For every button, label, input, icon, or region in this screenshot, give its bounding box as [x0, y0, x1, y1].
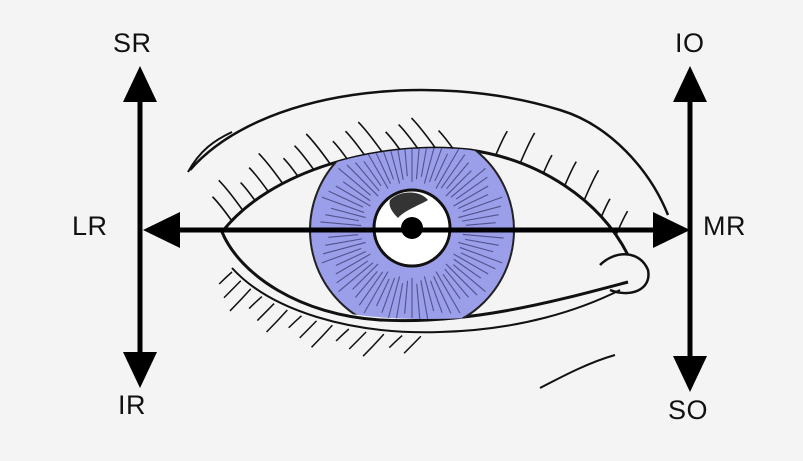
- label-inferior-rectus: IR: [118, 392, 146, 419]
- lower-lash: [363, 334, 384, 356]
- label-superior-oblique: SO: [668, 397, 708, 424]
- lower-lash: [404, 336, 421, 353]
- label-superior-rectus: SR: [113, 30, 152, 57]
- lower-lash: [312, 325, 333, 347]
- upper-lash: [295, 146, 314, 170]
- upper-lash: [306, 134, 330, 164]
- lower-lash: [336, 329, 349, 341]
- lower-lash: [300, 321, 317, 338]
- upper-lash: [386, 132, 400, 150]
- so-arrowhead: [673, 356, 707, 392]
- upper-lash: [345, 131, 364, 155]
- lower-lash: [249, 297, 262, 309]
- lr-arrowhead: [143, 212, 180, 248]
- lower-lash: [224, 281, 241, 298]
- upper-lash: [241, 183, 255, 201]
- ir-arrowhead: [123, 352, 157, 388]
- lower-lash: [349, 332, 366, 349]
- lower-lash: [257, 304, 274, 321]
- mr-arrowhead: [653, 212, 690, 248]
- lower-lash: [267, 310, 288, 332]
- io-arrowhead: [673, 66, 707, 102]
- sr-arrowhead: [123, 66, 157, 102]
- upper-lash: [520, 133, 534, 163]
- upper-lash: [358, 122, 382, 152]
- upper-lash: [565, 162, 577, 186]
- lower-lash: [389, 336, 402, 348]
- upper-lash: [219, 180, 243, 210]
- label-lateral-rectus: LR: [72, 213, 108, 240]
- lower-lash: [230, 289, 251, 311]
- upper-lash: [283, 158, 297, 176]
- lower-lash: [289, 316, 302, 328]
- upper-lash: [543, 155, 552, 173]
- upper-lash: [601, 199, 610, 217]
- upper-lash: [496, 131, 508, 155]
- label-inferior-oblique: IO: [675, 30, 705, 57]
- upper-lash: [259, 153, 283, 183]
- cheek-line: [540, 355, 615, 388]
- upper-lash: [439, 131, 453, 149]
- upper-lash: [333, 141, 347, 159]
- upper-lash: [249, 168, 268, 192]
- upper-lash: [213, 197, 232, 221]
- label-medial-rectus: MR: [703, 213, 746, 240]
- upper-lash: [584, 170, 598, 200]
- lower-lash: [219, 272, 232, 284]
- upper-lash: [399, 125, 418, 149]
